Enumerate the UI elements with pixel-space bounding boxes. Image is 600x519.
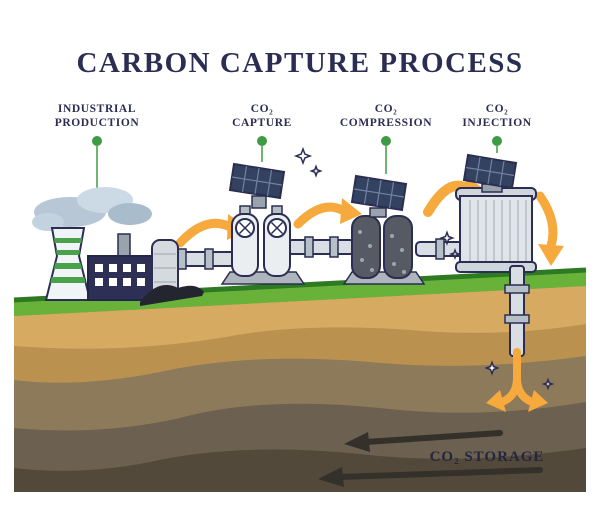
stage1-line1: INDUSTRIAL: [58, 103, 136, 115]
factory-windows: [95, 264, 145, 286]
solar-panel-stand: [251, 195, 267, 209]
solar-panel-stand: [369, 207, 387, 218]
stage1-marker-dot: [92, 136, 102, 146]
injection-cylinder-ribs: [469, 200, 527, 262]
stage-label-industrial-production: INDUSTRIAL PRODUCTION: [55, 103, 140, 202]
stage4-line1: CO₂: [486, 103, 509, 115]
nozzle-arrowhead-left: [486, 390, 506, 412]
grass-strip: [14, 270, 586, 316]
diagram-title: CARBON CAPTURE PROCESS: [76, 47, 523, 79]
stage2-line1: CO₂: [251, 103, 274, 115]
coal-pile: [140, 285, 204, 306]
co2-storage: CO₂ STORAGE: [318, 430, 545, 487]
stage2-line2: CAPTURE: [232, 117, 292, 129]
injection-solar-panel: [462, 153, 518, 193]
pipe-joint: [504, 284, 530, 294]
arrow-injection-down: [535, 191, 564, 266]
capture-tank-valve: [239, 205, 251, 215]
solar-panel-grid: [353, 177, 405, 209]
ground-layers: [13, 267, 587, 492]
storage-label: CO₂ STORAGE: [430, 449, 545, 465]
stage3-marker-dot: [381, 136, 391, 146]
pipe-compression-to-injection: [415, 238, 467, 260]
solar-panel-grid: [231, 165, 283, 197]
compression-solar-panel: [350, 174, 408, 218]
pipe-joint: [204, 248, 214, 270]
stage-labels: INDUSTRIAL PRODUCTION CO₂ CAPTURE CO₂ CO…: [55, 103, 531, 202]
compression-unit: [342, 174, 426, 285]
capture-tank-valve: [271, 205, 283, 215]
compression-tank: [351, 215, 381, 279]
pipe-joint: [177, 248, 187, 270]
stage-label-co2-injection: CO₂ INJECTION: [462, 103, 531, 153]
cooling-tower-stripes: [46, 238, 90, 283]
arrow-capture-to-compression: [293, 198, 362, 229]
soil-layer-topsoil: [14, 286, 586, 349]
nozzle-arrowhead-right: [528, 390, 548, 412]
factory-building: [87, 255, 153, 301]
stage-label-co2-capture: CO₂ CAPTURE: [232, 103, 292, 162]
storage-arrow-upper: [344, 430, 503, 452]
capture-platform: [220, 271, 306, 285]
stage-label-co2-compression: CO₂ COMPRESSION: [340, 103, 432, 174]
compression-tank: [383, 215, 413, 279]
pipe-joint: [504, 314, 530, 324]
injection-cylinder: [459, 195, 533, 269]
stage2-marker-dot: [257, 136, 267, 146]
capture-gauge: [235, 218, 255, 238]
smoke-cloud: [32, 187, 152, 231]
injection-unit: [455, 153, 537, 273]
solar-panel-grid: [465, 156, 515, 187]
storage-arrow-lower: [318, 467, 543, 487]
pipe-joint: [329, 236, 339, 258]
factory: [32, 187, 204, 306]
stage1-line2: PRODUCTION: [55, 117, 140, 129]
stage4-line2: INJECTION: [462, 117, 531, 129]
injection-nozzle: [486, 348, 548, 412]
compression-tank-speckles: [358, 230, 406, 274]
stage3-line1: CO₂: [375, 103, 398, 115]
cooling-tower: [44, 227, 92, 301]
pipe-joint: [435, 238, 445, 260]
stage4-marker-dot: [492, 136, 502, 146]
pipe-joint: [304, 236, 314, 258]
stage3-line2: COMPRESSION: [340, 117, 432, 129]
capture-gauge: [267, 218, 287, 238]
pipe-capture-to-compression: [287, 236, 355, 258]
capture-unit: [220, 162, 306, 285]
capture-solar-panel: [228, 162, 286, 209]
factory-storage-tank: [151, 239, 179, 301]
well-pipe-tube: [509, 265, 525, 357]
injection-well-pipe: [486, 265, 548, 412]
